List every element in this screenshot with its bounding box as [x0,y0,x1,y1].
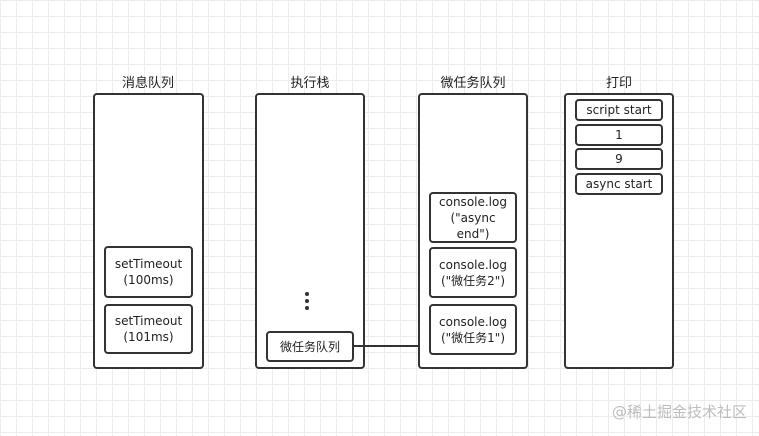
connector-line [354,345,418,347]
watermark: @稀土掘金技术社区 [611,403,747,421]
microtask-queue-title: 微任务队列 [440,76,506,91]
message-queue-title: 消息队列 [121,76,174,91]
microtask-queue-item: console.log ("微任务1") [429,304,517,355]
print-item: async start [575,173,663,195]
message-queue-item: setTimeout (100ms) [104,246,193,298]
print-item: 1 [575,124,663,146]
microtask-queue-item: console.log ("async end") [429,192,517,243]
ellipsis-vertical-icon [305,292,309,313]
call-stack-title: 执行栈 [290,76,330,91]
print-title: 打印 [605,76,632,91]
call-stack-column [255,93,365,369]
print-item: 9 [575,148,663,170]
call-stack-item: 微任务队列 [266,331,354,362]
print-item: script start [575,99,663,121]
message-queue-item: setTimeout (101ms) [104,304,193,354]
microtask-queue-item: console.log ("微任务2") [429,247,517,298]
